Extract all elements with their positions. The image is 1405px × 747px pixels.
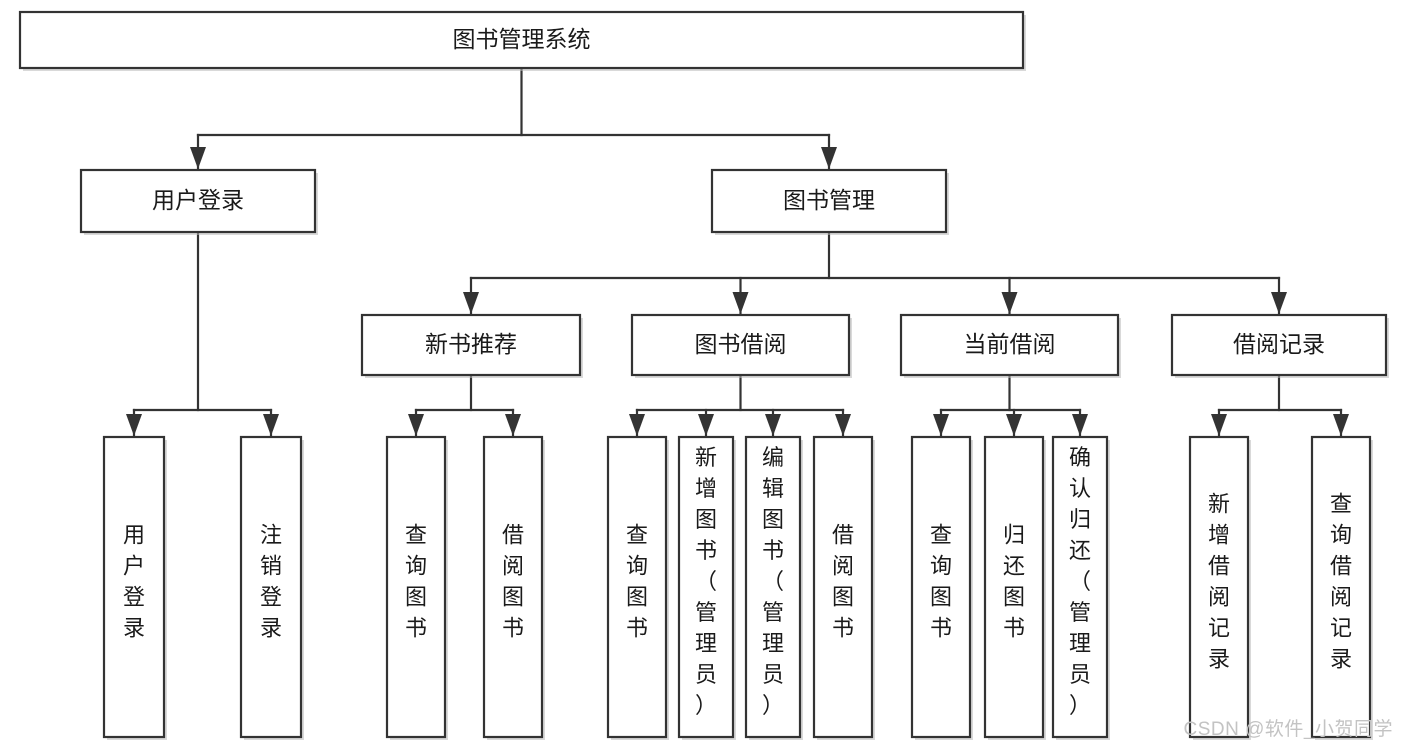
node-layer: 图书管理系统用户登录图书管理新书推荐图书借阅当前借阅借阅记录用户登录注销登录查询… [18, 10, 1389, 740]
leaf-label: 查询图书 [626, 523, 648, 641]
arrow-head [1072, 414, 1088, 436]
node-label: 借阅记录 [1233, 331, 1325, 357]
leaf-node-10[interactable]: 确认归还（管理员） [1051, 435, 1110, 740]
csdn-watermark: CSDN @软件_小贺同学 [1183, 719, 1393, 740]
leaf-node-7[interactable]: 借阅图书 [812, 435, 875, 740]
leaf-label: 查询图书 [405, 523, 427, 641]
leaf-label: 新增借阅记录 [1208, 492, 1230, 672]
arrow-head [408, 414, 424, 436]
leaf-label: 新增图书（管理员） [695, 445, 717, 718]
node-label: 用户登录 [152, 187, 244, 213]
leaf-node-0[interactable]: 用户登录 [102, 435, 167, 740]
arrow-head [126, 414, 142, 436]
node-label: 图书管理 [783, 187, 875, 213]
arrow-head [835, 414, 851, 436]
leaf-label: 借阅图书 [502, 523, 524, 641]
leaf-node-12[interactable]: 查询借阅记录 [1310, 435, 1373, 740]
leaf-label: 借阅图书 [832, 523, 854, 641]
node-label: 当前借阅 [964, 331, 1056, 357]
leaf-node-5[interactable]: 新增图书（管理员） [677, 435, 736, 740]
arrow-head [821, 147, 837, 169]
arrow-head [765, 414, 781, 436]
arrow-head [1001, 292, 1018, 314]
arrow-head [1211, 414, 1227, 436]
node-label: 图书借阅 [695, 331, 787, 357]
leaf-node-1[interactable]: 注销登录 [239, 435, 304, 740]
level2-node-0[interactable]: 用户登录 [79, 168, 318, 235]
arrow-head [933, 414, 949, 436]
leaf-label: 注销登录 [260, 523, 282, 641]
leaf-label: 编辑图书（管理员） [762, 445, 784, 718]
leaf-node-11[interactable]: 新增借阅记录 [1188, 435, 1251, 740]
leaf-label: 确认归还（管理员） [1069, 445, 1091, 718]
arrow-head [463, 292, 479, 314]
leaf-node-9[interactable]: 归还图书 [983, 435, 1046, 740]
node-label: 新书推荐 [425, 331, 517, 357]
arrow-head [732, 292, 749, 314]
leaf-label: 查询图书 [930, 523, 952, 641]
connector-layer [132, 66, 1343, 437]
arrow-head [1006, 414, 1022, 436]
leaf-node-4[interactable]: 查询图书 [606, 435, 669, 740]
level3-node-0[interactable]: 新书推荐 [360, 313, 583, 378]
leaf-label: 查询借阅记录 [1330, 492, 1352, 672]
root-node[interactable]: 图书管理系统 [18, 10, 1026, 71]
level3-node-2[interactable]: 当前借阅 [899, 313, 1121, 378]
level3-node-1[interactable]: 图书借阅 [630, 313, 852, 378]
arrow-head [629, 414, 645, 436]
node-label: 图书管理系统 [453, 26, 591, 52]
leaf-label: 归还图书 [1003, 523, 1025, 641]
leaf-node-3[interactable]: 借阅图书 [482, 435, 545, 740]
arrow-head [1333, 414, 1349, 436]
arrow-head [190, 147, 206, 169]
arrow-head [263, 414, 279, 436]
arrow-head [505, 414, 521, 436]
leaf-label: 用户登录 [123, 523, 145, 641]
arrowhead-layer [126, 147, 1349, 436]
level2-node-1[interactable]: 图书管理 [710, 168, 949, 235]
leaf-node-6[interactable]: 编辑图书（管理员） [744, 435, 803, 740]
leaf-node-8[interactable]: 查询图书 [910, 435, 973, 740]
arrow-head [1271, 292, 1287, 314]
leaf-node-2[interactable]: 查询图书 [385, 435, 448, 740]
level3-node-3[interactable]: 借阅记录 [1170, 313, 1389, 378]
arrow-head [698, 414, 714, 436]
